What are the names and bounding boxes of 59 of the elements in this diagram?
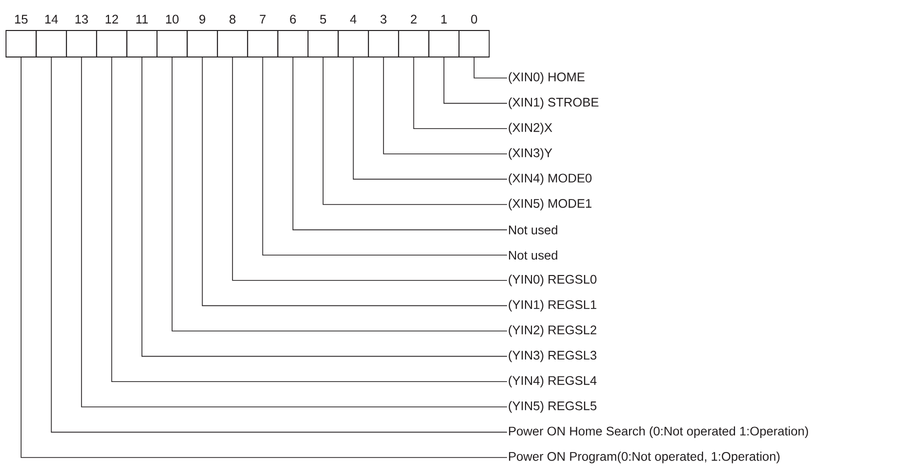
- bit-label: (YIN1) REGSL1: [508, 300, 596, 312]
- bit-label: (YIN0) REGSL0: [508, 274, 596, 286]
- bit-label: (YIN3) REGSL3: [508, 350, 596, 362]
- register-cell: [428, 30, 460, 58]
- leader-line: [352, 56, 508, 180]
- leader-line: [322, 56, 508, 205]
- bit-label: (YIN4) REGSL4: [508, 376, 597, 388]
- bit-label: Not used: [509, 250, 558, 260]
- bit-label: (XIN0) HOME: [508, 72, 585, 84]
- bit-number: 2: [410, 14, 417, 24]
- bit-number: 6: [290, 14, 296, 24]
- leader-line: [383, 56, 508, 154]
- bit-number: 15: [15, 14, 28, 24]
- leader-line: [292, 56, 508, 230]
- register-cell: [186, 30, 218, 58]
- register-cell: [308, 30, 339, 58]
- register-cell: [398, 30, 430, 58]
- register-cell: [6, 30, 37, 58]
- leader-line: [413, 56, 508, 129]
- bit-number: 14: [45, 14, 58, 24]
- register-cell: [66, 30, 98, 58]
- bit-label: Not used: [509, 225, 558, 234]
- register-cell: [277, 30, 308, 58]
- bit-label: (XIN2)X: [508, 122, 552, 134]
- register-cell: [96, 30, 128, 58]
- register-cell: [338, 30, 369, 58]
- register-cell: [247, 30, 278, 58]
- bit-number: 3: [380, 14, 386, 24]
- bit-label: (YIN5) REGSL5: [508, 401, 596, 413]
- register-cell: [126, 30, 158, 58]
- leader-line: [262, 56, 508, 256]
- bit-number: 4: [350, 14, 356, 24]
- bit-number: 7: [260, 14, 266, 24]
- bit-label: (XIN3)Y: [508, 148, 552, 160]
- leader-line: [202, 56, 508, 306]
- bit-number: 5: [320, 14, 326, 24]
- bit-label: (XIN4) MODE0: [508, 173, 592, 186]
- register-cell: [36, 30, 67, 58]
- bit-number: 10: [166, 14, 179, 24]
- leader-line: [444, 56, 508, 104]
- register-cell: [216, 30, 248, 58]
- register-cell: [458, 30, 490, 58]
- bit-number: 11: [136, 14, 148, 24]
- bit-label: (XIN5) MODE1: [508, 198, 592, 210]
- bit-label: Power ON Home Search (0:Not operated 1:Operation): [509, 426, 808, 438]
- leader-line: [474, 56, 508, 78]
- bit-label: Power ON Program(0:Not operated, 1:Operation): [509, 452, 780, 464]
- bit-number: 0: [471, 14, 478, 24]
- register-cell: [368, 30, 400, 58]
- bit-label: (YIN2) REGSL2: [508, 325, 596, 337]
- register-cell: [156, 30, 188, 58]
- bit-number: 9: [199, 14, 206, 24]
- bit-number: 13: [76, 14, 88, 24]
- bit-label: (XIN1) STROBE: [508, 97, 598, 110]
- leader-line: [172, 56, 508, 332]
- bit-number: 1: [441, 14, 447, 24]
- bit-number: 12: [106, 14, 118, 24]
- leader-line: [232, 56, 508, 281]
- bit-number: 8: [230, 14, 236, 24]
